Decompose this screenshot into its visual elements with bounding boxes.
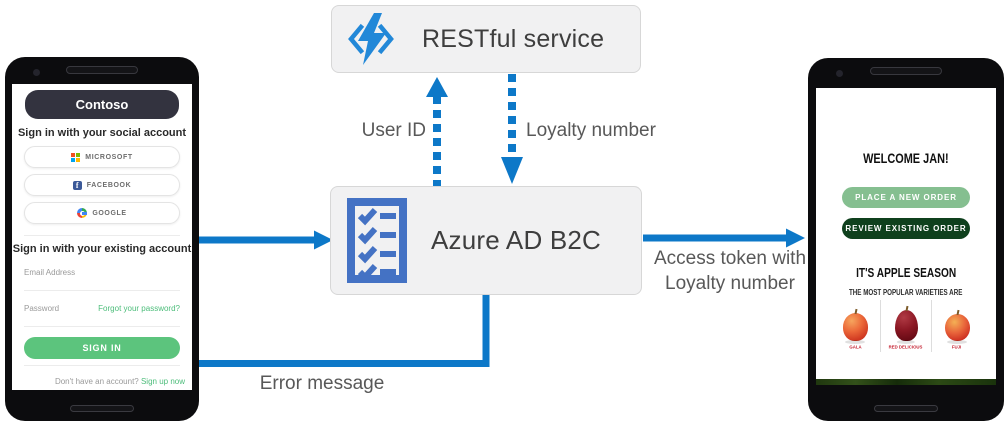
loyalty-number-label: Loyalty number — [526, 120, 656, 141]
google-signin-button[interactable]: GOOGLE — [24, 202, 180, 224]
email-field[interactable]: Email Address — [24, 268, 76, 277]
speaker-icon — [66, 66, 138, 74]
promo-title: IT'S APPLE SEASON — [855, 265, 957, 280]
fuji-apple-image — [944, 314, 970, 341]
red-delicious-apple-image — [894, 310, 918, 341]
review-existing-order-button[interactable]: REVIEW EXISTING ORDER — [842, 218, 970, 239]
signup-row: Don't have an account? Sign up now — [55, 377, 185, 386]
forgot-password-link[interactable]: Forgot your password? — [98, 304, 180, 313]
microsoft-button-label: MICROSOFT — [85, 153, 133, 161]
azure-ad-b2c-node: Azure AD B2C — [330, 186, 642, 295]
speaker-icon — [870, 67, 942, 75]
password-field[interactable]: Password — [24, 304, 60, 313]
password-field-underline — [24, 326, 180, 327]
sign-in-button[interactable]: SIGN IN — [24, 337, 180, 359]
apple-column: RED DELICIOUS — [880, 300, 932, 352]
apple-column: FUJI — [932, 300, 982, 352]
loyalty-number-arrow — [501, 74, 523, 184]
camera-icon — [33, 69, 40, 76]
contoso-app-header: Contoso — [25, 90, 179, 119]
microsoft-signin-button[interactable]: MICROSOFT — [24, 146, 180, 168]
facebook-logo-icon: f — [72, 180, 82, 190]
section-divider — [24, 365, 180, 366]
google-logo-icon — [77, 208, 88, 218]
access-token-arrow — [643, 228, 805, 248]
welcome-heading: WELCOME JAN! — [863, 150, 949, 166]
apple-variety-label: GALA — [848, 345, 862, 351]
restful-service-node: RESTful service — [331, 5, 641, 73]
apple-column: GALA — [830, 300, 880, 352]
facebook-signin-button[interactable]: f FACEBOOK — [24, 174, 180, 196]
promo-subtitle: THE MOST POPULAR VARIETIES ARE — [849, 288, 963, 297]
gala-apple-image — [842, 313, 868, 341]
azure-ad-b2c-label: Azure AD B2C — [431, 225, 602, 255]
section-divider — [24, 235, 180, 236]
email-field-underline — [24, 290, 180, 291]
home-indicator — [70, 405, 134, 412]
checklist-icon — [347, 198, 407, 283]
error-message-label: Error message — [259, 373, 385, 394]
user-id-arrow — [426, 77, 448, 188]
home-indicator — [874, 405, 938, 412]
signin-screen: Contoso Sign in with your social account… — [12, 84, 192, 390]
facebook-button-label: FACEBOOK — [86, 181, 132, 189]
existing-account-heading: Sign in with your existing account — [12, 243, 192, 255]
welcome-screen: WELCOME JAN! PLACE A NEW ORDER REVIEW EX… — [816, 88, 996, 385]
microsoft-logo-icon — [71, 152, 81, 162]
function-icon — [348, 13, 394, 65]
social-account-heading: Sign in with your social account — [17, 127, 187, 139]
signin-phone: Contoso Sign in with your social account… — [5, 57, 199, 421]
camera-icon — [836, 70, 843, 77]
signup-link[interactable]: Sign up now — [140, 377, 185, 386]
apple-variety-label: RED DELICIOUS — [889, 345, 923, 351]
grass-image-strip — [816, 379, 996, 385]
access-token-label: Access token with Loyalty number — [653, 248, 807, 294]
apple-varieties-panel: GALA RED DELICIOUS FUJI — [830, 300, 982, 352]
google-button-label: GOOGLE — [92, 209, 127, 217]
restful-service-label: RESTful service — [422, 24, 605, 53]
signin-flow-arrow — [197, 230, 333, 250]
signup-text: Don't have an account? — [54, 377, 141, 386]
place-new-order-button[interactable]: PLACE A NEW ORDER — [842, 187, 970, 208]
apple-variety-label: FUJI — [952, 345, 962, 351]
welcome-phone: WELCOME JAN! PLACE A NEW ORDER REVIEW EX… — [808, 58, 1004, 421]
user-id-label: User ID — [361, 120, 426, 141]
error-message-arrow — [199, 294, 490, 367]
